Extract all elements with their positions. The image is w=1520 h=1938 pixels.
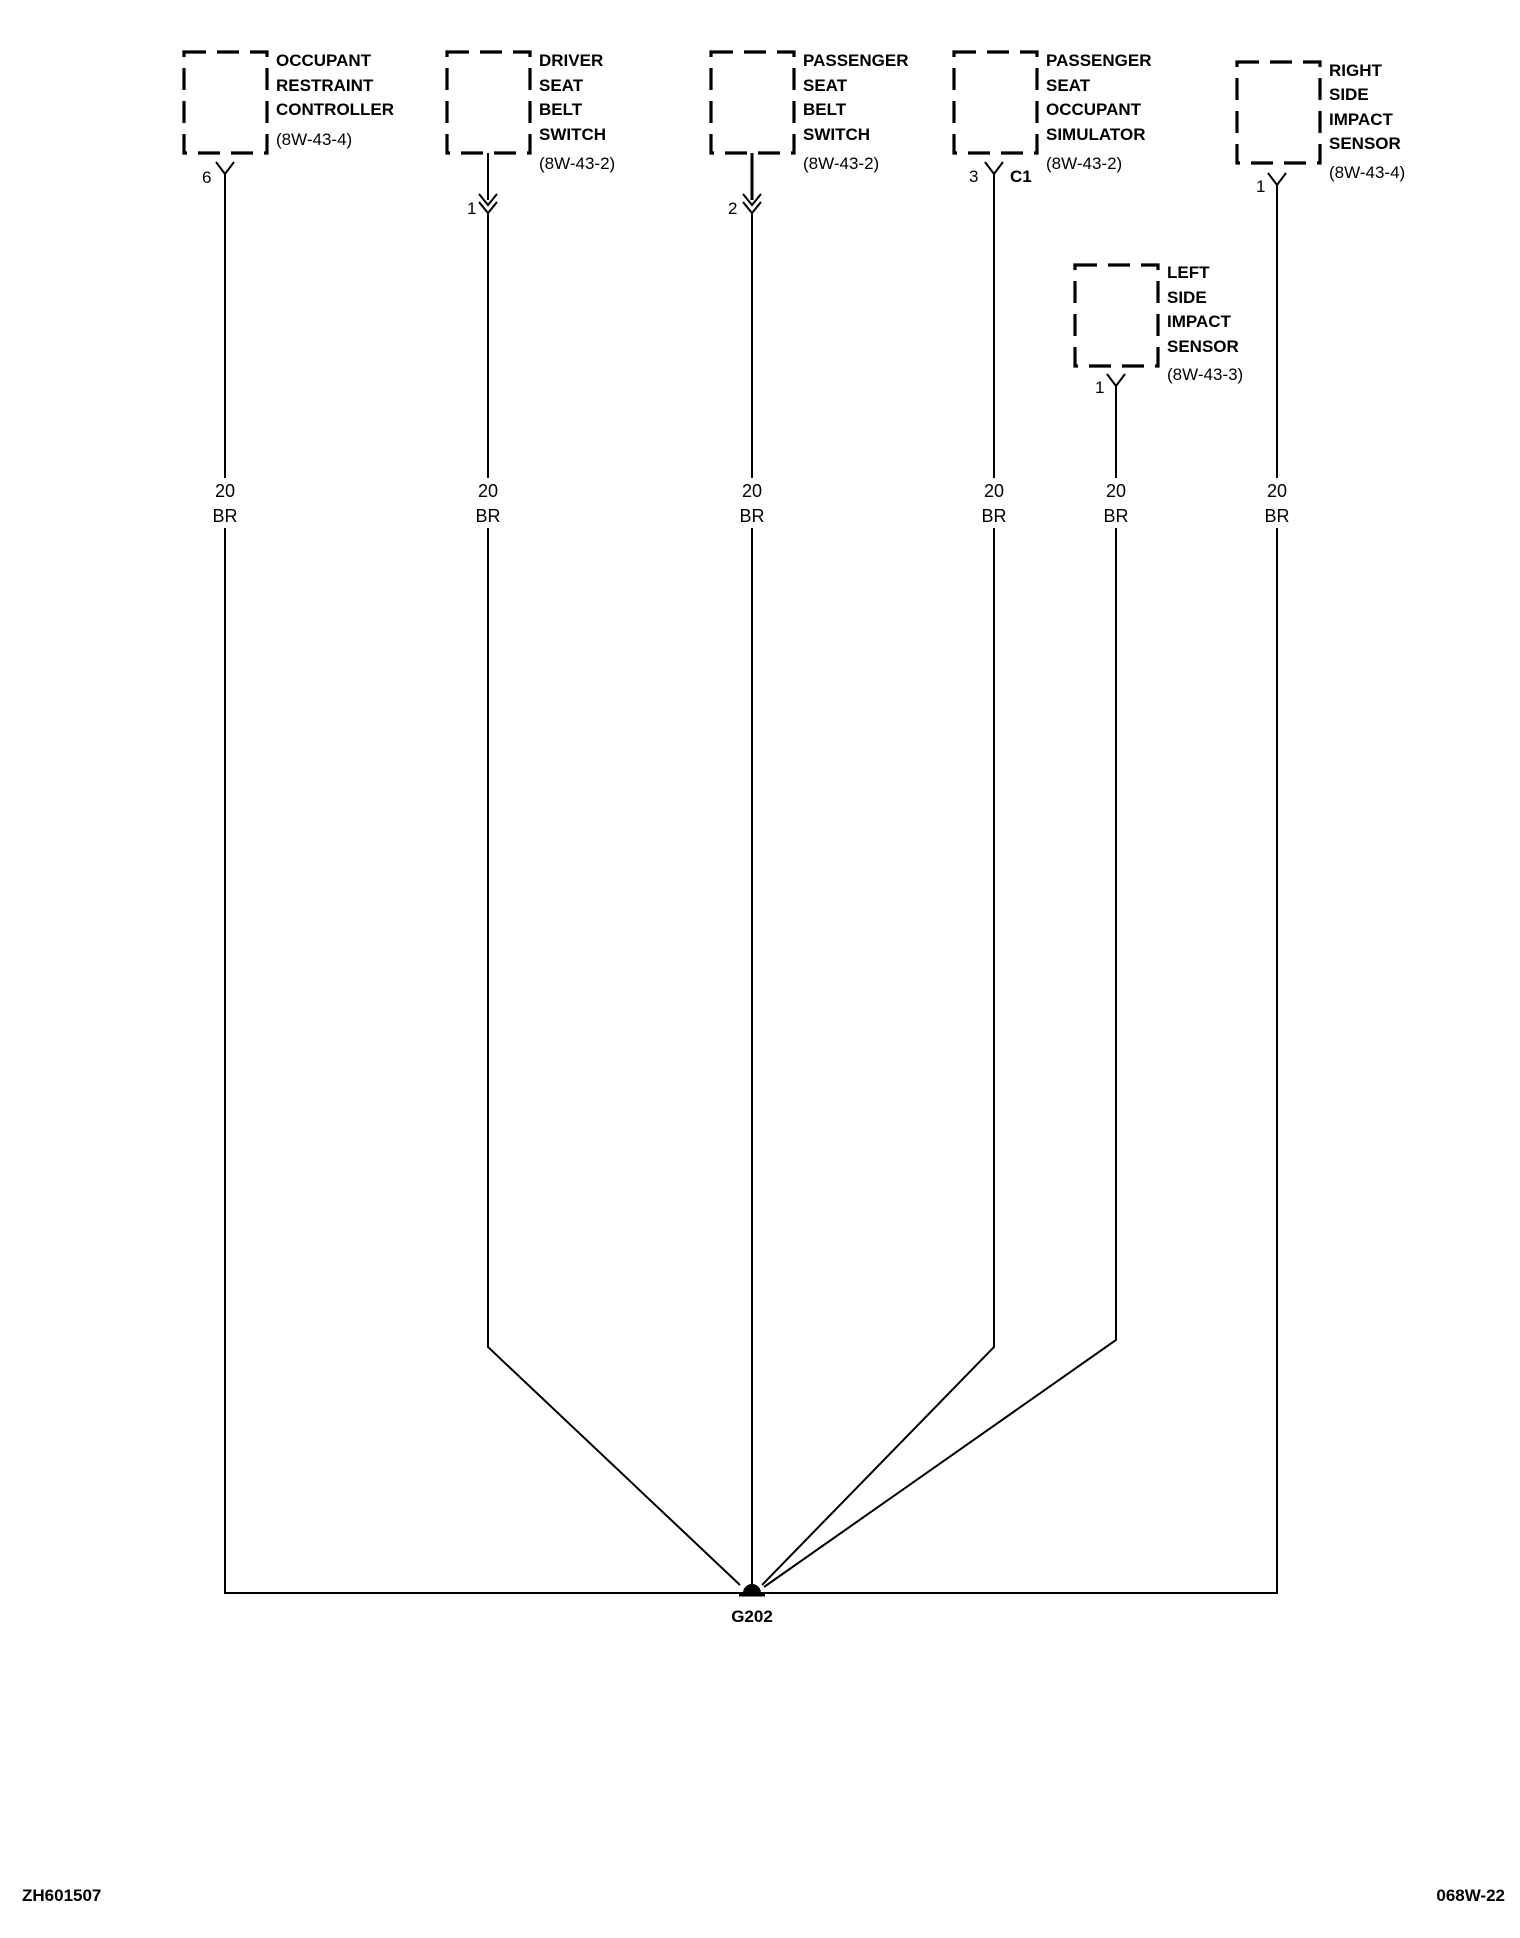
component-name-line: BELT xyxy=(803,100,847,119)
component-reference: (8W-43-2) xyxy=(803,154,879,173)
component-name-line: SENSOR xyxy=(1329,134,1401,153)
driver-seat-belt-switch: DRIVER SEAT BELT SWITCH (8W-43-2) 1 xyxy=(445,50,615,218)
component-name-line: SWITCH xyxy=(539,125,606,144)
wire-color: BR xyxy=(1264,506,1289,526)
ground-g202: G202 xyxy=(731,1584,773,1626)
pin-number: 1 xyxy=(467,199,476,218)
wire-gauge: 20 xyxy=(742,481,762,501)
component-reference: (8W-43-3) xyxy=(1167,365,1243,384)
passenger-seat-belt-switch: PASSENGER SEAT BELT SWITCH (8W-43-2) 2 xyxy=(709,50,909,218)
component-name-line: SEAT xyxy=(803,76,848,95)
wire-right-side-impact-sensor xyxy=(752,185,1278,1594)
component-box xyxy=(182,50,269,155)
component-name-line: SIDE xyxy=(1329,85,1369,104)
component-name-line: SEAT xyxy=(1046,76,1091,95)
ground-icon xyxy=(743,1584,761,1593)
component-box xyxy=(952,50,1039,155)
component-box xyxy=(445,50,532,155)
wire-driver-seat-belt-switch xyxy=(487,213,741,1586)
wire-passenger-seat-occupant-simulator xyxy=(761,174,995,1586)
component-box xyxy=(1235,60,1322,165)
component-name-line: RIGHT xyxy=(1329,61,1383,80)
female-connector-symbol xyxy=(215,161,235,176)
component-reference: (8W-43-4) xyxy=(276,130,352,149)
component-name-line: SENSOR xyxy=(1167,337,1239,356)
component-reference: (8W-43-2) xyxy=(1046,154,1122,173)
ground-label: G202 xyxy=(731,1607,773,1626)
component-name-line: IMPACT xyxy=(1329,110,1394,129)
wire-color: BR xyxy=(739,506,764,526)
pin-number: 1 xyxy=(1256,177,1265,196)
wire-orc xyxy=(224,174,752,1594)
wire-gauge: 20 xyxy=(478,481,498,501)
component-reference: (8W-43-4) xyxy=(1329,163,1405,182)
wire-left-side-impact-sensor xyxy=(763,386,1117,1588)
wire-labels: 20 BR 20 BR 20 BR 20 BR 20 BR 20 BR xyxy=(208,478,1294,528)
pin-number: 3 xyxy=(969,167,978,186)
component-name-line: LEFT xyxy=(1167,263,1210,282)
component-name-line: SIDE xyxy=(1167,288,1207,307)
wire-gauge: 20 xyxy=(215,481,235,501)
occupant-restraint-controller: OCCUPANT RESTRAINT CONTROLLER (8W-43-4) … xyxy=(182,50,394,187)
component-name-line: PASSENGER xyxy=(803,51,909,70)
female-connector-symbol xyxy=(984,161,1004,176)
left-side-impact-sensor: LEFT SIDE IMPACT SENSOR (8W-43-3) 1 xyxy=(1073,263,1243,397)
footer-left-code: ZH601507 xyxy=(22,1886,101,1905)
component-box xyxy=(709,50,796,155)
component-name-line: SEAT xyxy=(539,76,584,95)
wire-gauge: 20 xyxy=(1267,481,1287,501)
component-name-line: OCCUPANT xyxy=(1046,100,1142,119)
wire-color: BR xyxy=(212,506,237,526)
ground-wires xyxy=(224,174,1278,1594)
pin-number: 2 xyxy=(728,199,737,218)
footer-right-code: 068W-22 xyxy=(1436,1886,1505,1905)
female-connector-symbol xyxy=(1106,373,1126,388)
wire-color: BR xyxy=(475,506,500,526)
component-name-line: BELT xyxy=(539,100,583,119)
component-name-line: IMPACT xyxy=(1167,312,1232,331)
pin-number: 6 xyxy=(202,168,211,187)
component-name-line: OCCUPANT xyxy=(276,51,372,70)
female-connector-symbol xyxy=(1267,172,1287,187)
wire-color: BR xyxy=(981,506,1006,526)
right-side-impact-sensor: RIGHT SIDE IMPACT SENSOR (8W-43-4) 1 xyxy=(1235,60,1405,196)
component-name-line: SIMULATOR xyxy=(1046,125,1145,144)
component-box xyxy=(1073,263,1160,368)
component-name-line: PASSENGER xyxy=(1046,51,1152,70)
component-name-line: SWITCH xyxy=(803,125,870,144)
wire-gauge: 20 xyxy=(1106,481,1126,501)
passenger-seat-occupant-simulator: PASSENGER SEAT OCCUPANT SIMULATOR (8W-43… xyxy=(952,50,1152,186)
pin-number: 1 xyxy=(1095,378,1104,397)
wire-color: BR xyxy=(1103,506,1128,526)
wire-gauge: 20 xyxy=(984,481,1004,501)
component-name-line: RESTRAINT xyxy=(276,76,374,95)
component-name-line: DRIVER xyxy=(539,51,603,70)
connector-id: C1 xyxy=(1010,167,1032,186)
component-name-line: CONTROLLER xyxy=(276,100,394,119)
component-reference: (8W-43-2) xyxy=(539,154,615,173)
